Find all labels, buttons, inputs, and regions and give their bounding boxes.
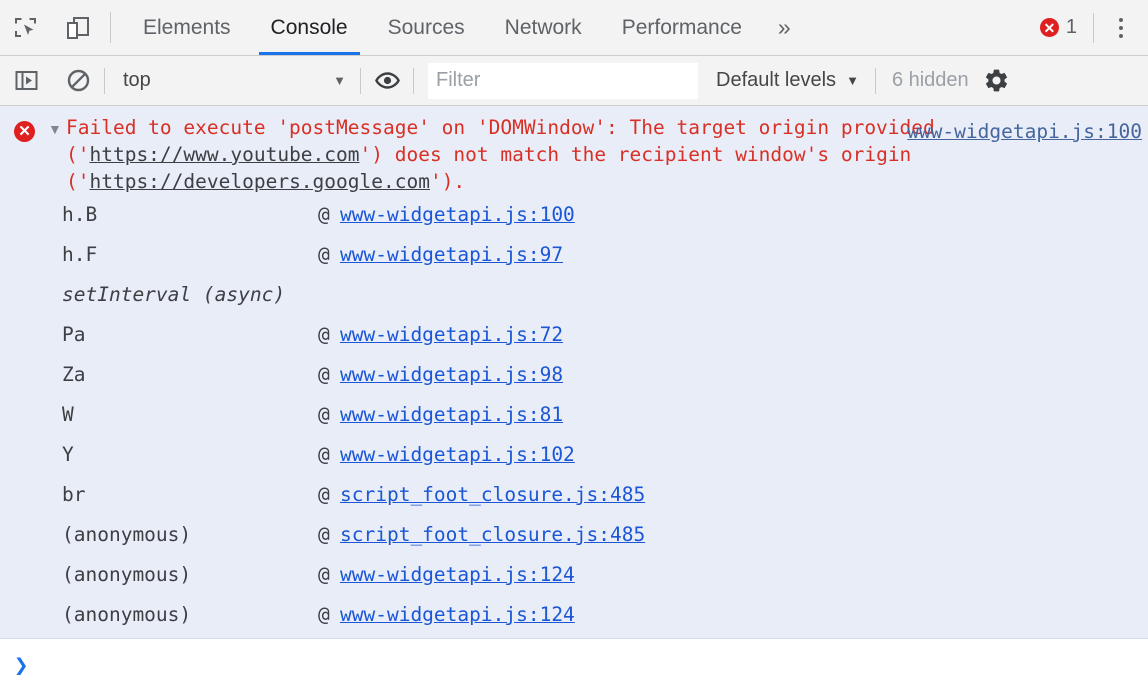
stack-frame-function: W (62, 403, 74, 426)
toolbar-divider-1 (104, 67, 105, 94)
inline-url[interactable]: https://developers.google.com (89, 170, 430, 193)
tab-label: Performance (621, 15, 742, 39)
stack-frame-row: Pa @ www-widgetapi.js:72 (0, 323, 1148, 363)
tab-overflow-chevron-icon[interactable]: » (777, 14, 791, 40)
console-message-header: ✕ ▼ Failed to execute 'postMessage' on '… (0, 114, 1148, 195)
tab-performance[interactable]: Performance (602, 0, 762, 55)
console-sidebar-icon[interactable] (0, 56, 52, 105)
stack-frame-function: (anonymous) (62, 603, 192, 626)
error-count-label: 1 (1065, 16, 1077, 38)
console-message-source-link[interactable]: www-widgetapi.js:100 (907, 120, 1142, 143)
tab-label: Elements (143, 15, 231, 39)
stack-frame-row: (anonymous) @ script_foot_closure.js:485 (0, 523, 1148, 563)
stack-frame-at-symbol: @ (318, 323, 330, 346)
stack-frame-source-link[interactable]: www-widgetapi.js:97 (340, 243, 564, 266)
stack-frame-at-symbol: @ (318, 203, 330, 226)
execution-context-value: top (123, 69, 151, 91)
stack-frame-function: h.F (62, 243, 98, 266)
settings-gear-icon[interactable] (983, 67, 1010, 94)
tab-console[interactable]: Console (251, 0, 368, 55)
stack-frame-at-symbol: @ (318, 363, 330, 386)
filter-input[interactable] (428, 62, 698, 99)
chevron-down-icon: ▼ (333, 73, 346, 88)
error-circle-icon: ✕ (1039, 18, 1059, 37)
devtools-tabs: Elements Console Sources Network Perform… (123, 0, 807, 55)
stack-frame-function: h.B (62, 203, 98, 226)
stack-frame-row: Za @ www-widgetapi.js:98 (0, 363, 1148, 403)
log-levels-label: Default levels (716, 69, 837, 91)
stack-frame-row: h.B @ www-widgetapi.js:100 (0, 203, 1148, 243)
stack-frame-function: (anonymous) (62, 523, 192, 546)
execution-context-dropdown[interactable]: top ▼ (105, 56, 360, 105)
tabbar-right-divider (1093, 12, 1094, 43)
stack-frame-row: br @ script_foot_closure.js:485 (0, 483, 1148, 523)
kebab-menu-icon[interactable] (1104, 17, 1138, 38)
stack-frame-row: Y @ www-widgetapi.js:102 (0, 443, 1148, 483)
console-prompt[interactable]: ❯ (0, 638, 1148, 690)
stack-frame-source-link[interactable]: www-widgetapi.js:102 (340, 443, 575, 466)
stack-frame-row: (anonymous) @ www-widgetapi.js:124 (0, 563, 1148, 603)
stack-frame-source-link[interactable]: www-widgetapi.js:124 (340, 603, 575, 626)
stack-frame-row: h.F @ www-widgetapi.js:97 (0, 243, 1148, 283)
tabbar-divider (110, 12, 111, 43)
console-stack-trace: h.B @ www-widgetapi.js:100 h.F @ www-widgetap… (0, 195, 1148, 638)
stack-frame-function: setInterval (async) (62, 283, 286, 306)
error-count-badge[interactable]: ✕ 1 (1034, 16, 1083, 39)
stack-frame-row: setInterval (async) (0, 283, 1148, 323)
message-text-segment: ') does not match the recipient window's… (66, 143, 924, 193)
prompt-chevron-icon: ❯ (14, 650, 29, 679)
tab-label: Console (270, 15, 348, 39)
hidden-messages-count[interactable]: 6 hidden (891, 69, 969, 91)
stack-frame-at-symbol: @ (318, 563, 330, 586)
stack-frame-source-link[interactable]: script_foot_closure.js:485 (340, 523, 646, 546)
toolbar-divider-4 (874, 67, 876, 94)
stack-frame-row: (anonymous) @ www-widgetapi.js:124 (0, 603, 1148, 638)
stack-frame-function: br (62, 483, 86, 506)
log-levels-dropdown[interactable]: Default levels ▼ (716, 69, 859, 92)
stack-frame-function: Y (62, 443, 74, 466)
console-messages-area[interactable]: ✕ ▼ Failed to execute 'postMessage' on '… (0, 106, 1148, 638)
clear-console-icon[interactable] (52, 56, 104, 105)
live-expression-eye-icon[interactable] (361, 56, 413, 105)
tab-elements[interactable]: Elements (123, 0, 251, 55)
stack-frame-function: (anonymous) (62, 563, 192, 586)
disclosure-triangle-icon[interactable]: ▼ (48, 121, 62, 137)
toolbar-divider-2 (360, 67, 361, 94)
stack-frame-source-link[interactable]: www-widgetapi.js:124 (340, 563, 575, 586)
stack-frame-at-symbol: @ (318, 483, 330, 506)
stack-frame-at-symbol: @ (318, 403, 330, 426)
toolbar-divider-3 (413, 67, 414, 94)
stack-frame-source-link[interactable]: www-widgetapi.js:100 (340, 203, 575, 226)
message-text-segment: '). (429, 170, 466, 193)
stack-frame-source-link[interactable]: www-widgetapi.js:98 (340, 363, 564, 386)
stack-frame-function: Pa (62, 323, 86, 346)
inspect-element-icon[interactable] (0, 0, 52, 55)
console-toolbar: top ▼ Default levels ▼ 6 hidden (0, 56, 1148, 106)
device-toolbar-icon[interactable] (52, 0, 104, 55)
tab-label: Network (504, 15, 582, 39)
inline-url[interactable]: https://www.youtube.com (89, 143, 360, 166)
console-error-message-group[interactable]: ✕ ▼ Failed to execute 'postMessage' on '… (0, 106, 1148, 638)
stack-frame-source-link[interactable]: script_foot_closure.js:485 (340, 483, 646, 506)
tab-network[interactable]: Network (485, 0, 602, 55)
error-icon: ✕ (14, 121, 36, 142)
tabbar-right-group: ✕ 1 (1034, 0, 1148, 55)
console-error-text: Failed to execute 'postMessage' on 'DOMW… (66, 114, 1138, 195)
tab-sources[interactable]: Sources (368, 0, 485, 55)
stack-frame-row: W @ www-widgetapi.js:81 (0, 403, 1148, 443)
devtools-tabbar: Elements Console Sources Network Perform… (0, 0, 1148, 56)
stack-frame-source-link[interactable]: www-widgetapi.js:81 (340, 403, 564, 426)
chevron-down-icon: ▼ (846, 73, 859, 88)
stack-frame-source-link[interactable]: www-widgetapi.js:72 (340, 323, 564, 346)
stack-frame-at-symbol: @ (318, 243, 330, 266)
stack-frame-at-symbol: @ (318, 603, 330, 626)
stack-frame-at-symbol: @ (318, 443, 330, 466)
stack-frame-function: Za (62, 363, 86, 386)
message-text-segment: Failed to execute 'postMessage' on 'DOMW… (66, 116, 947, 166)
tab-label: Sources (387, 15, 465, 39)
stack-frame-at-symbol: @ (318, 523, 330, 546)
